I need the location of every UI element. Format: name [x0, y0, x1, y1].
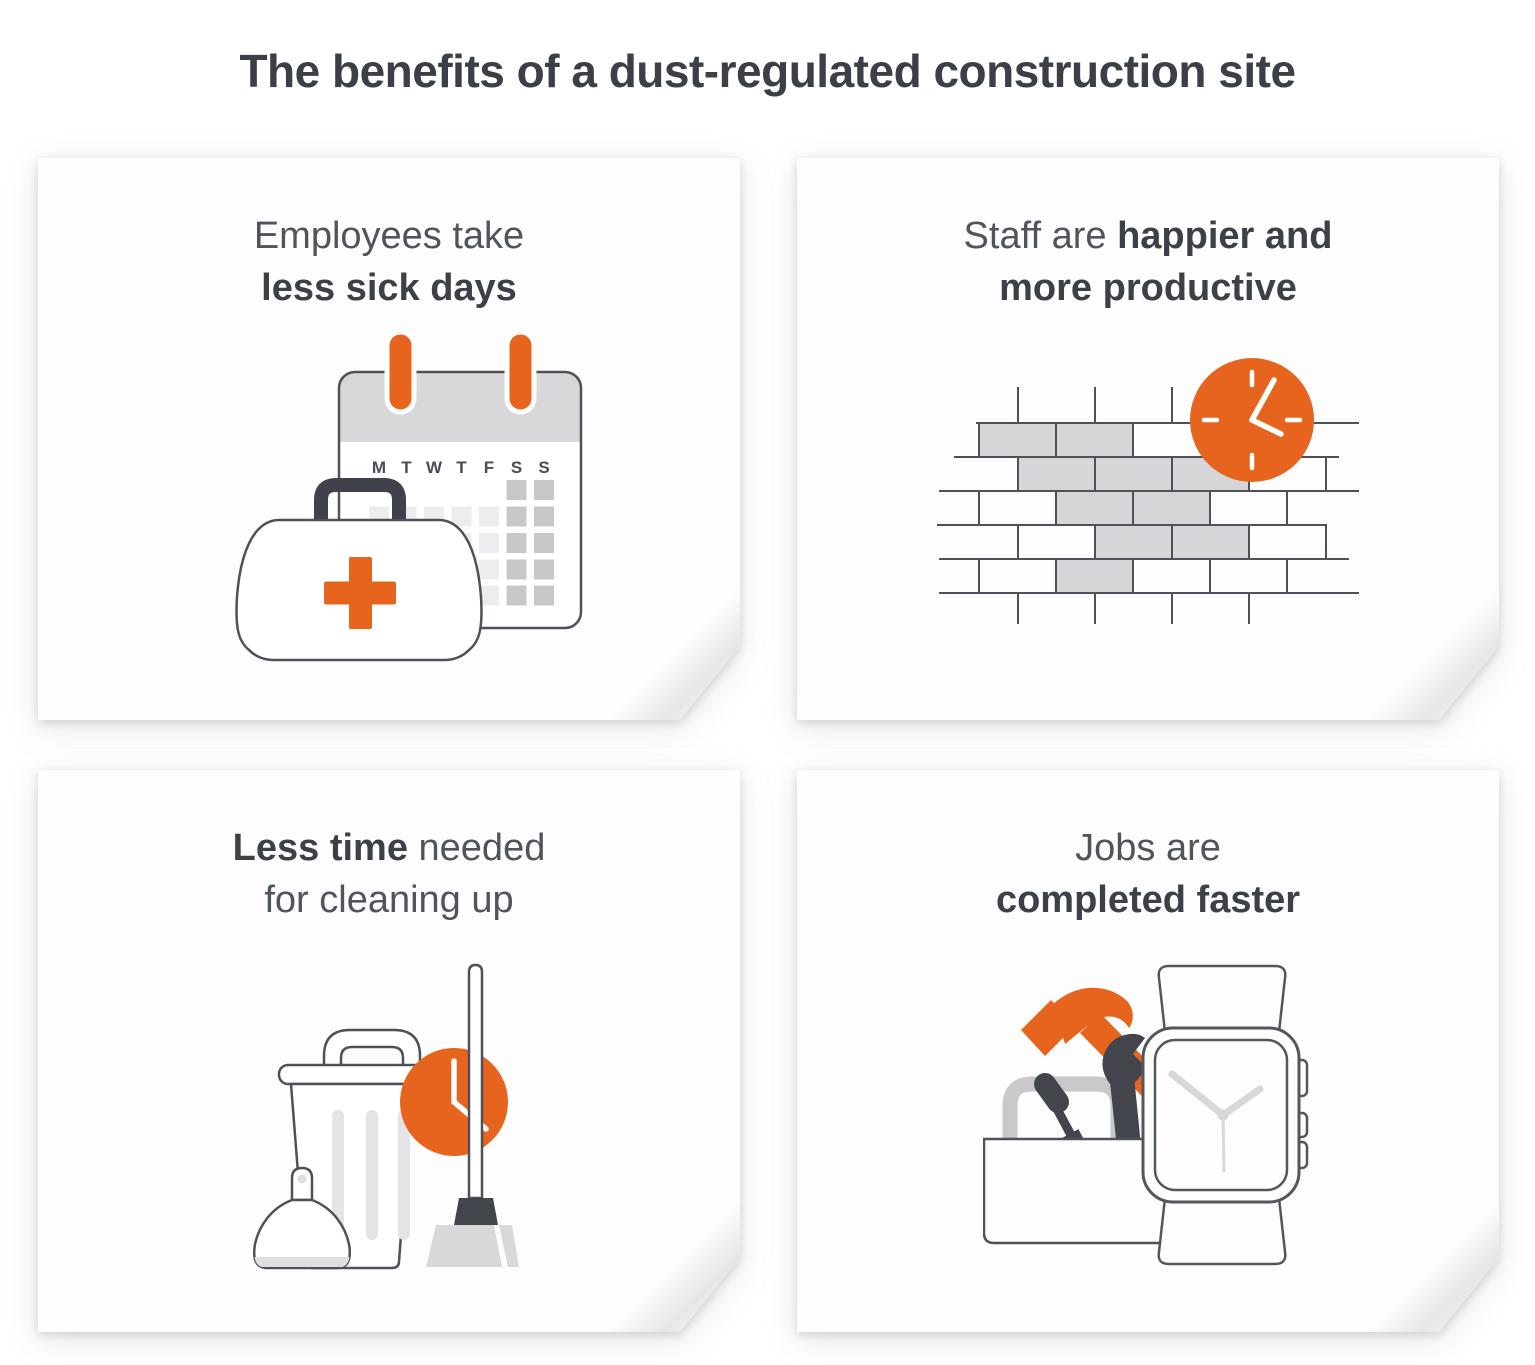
heading-light-text: Jobs are — [1075, 827, 1221, 869]
broom-handle — [469, 965, 482, 1198]
broom-collar — [454, 1198, 498, 1225]
smartwatch — [1143, 966, 1307, 1264]
dustpan-handle — [292, 1168, 312, 1200]
trash-can-broom-dustpan-clock-icon — [249, 962, 529, 1270]
calendar-medical-bag-icon: M T W T F S S — [189, 330, 589, 665]
clock-ticks — [1204, 372, 1300, 468]
card-jobs-completed-faster: Jobs are completed faster — [797, 770, 1499, 1332]
svg-text:T: T — [401, 458, 412, 477]
trash-can-stripes — [332, 1110, 410, 1240]
page-title: The benefits of a dust-regulated constru… — [239, 45, 1296, 97]
heading-light-text: for cleaning up — [264, 879, 514, 921]
card-heading: Employees take less sick days — [38, 158, 740, 314]
heading-bold-text: more productive — [999, 267, 1297, 309]
heading-light-text: Employees take — [253, 215, 525, 257]
card-less-cleaning-time: Less time needed for cleaning up — [38, 770, 740, 1332]
watch-strap-bottom — [1159, 1198, 1286, 1264]
card-heading: Jobs are completed faster — [797, 770, 1499, 926]
heading-bold-text: happier and — [1117, 215, 1333, 257]
card-heading: Staff are happier and more productive — [797, 158, 1499, 314]
svg-text:T: T — [456, 458, 467, 477]
trash-can-lid — [279, 1065, 424, 1084]
heading-bold-text: completed faster — [995, 879, 1301, 921]
svg-text:W: W — [426, 458, 443, 477]
bag-handle — [321, 485, 399, 520]
medical-cross — [324, 557, 396, 629]
broom-bristles — [426, 1225, 502, 1267]
svg-text:S: S — [538, 458, 549, 477]
gray-bricks — [979, 423, 1249, 593]
card-heading: Less time needed for cleaning up — [38, 770, 740, 926]
card-happier-more-productive: Staff are happier and more productive — [797, 158, 1499, 720]
wrench — [1102, 1034, 1145, 1148]
clock-hands — [1252, 380, 1281, 434]
dustpan-body — [254, 1200, 350, 1268]
watch-strap-top — [1159, 966, 1286, 1032]
toolbox-smartwatch-icon — [983, 962, 1313, 1270]
heading-bold-text: Less time — [232, 827, 408, 869]
brick-wall-clock-icon — [937, 356, 1359, 626]
clock-icon — [400, 1048, 508, 1156]
heading-light-text: Staff are — [963, 215, 1107, 257]
clock-icon — [1190, 358, 1314, 482]
calendar-binder-rings — [387, 332, 534, 412]
medical-bag — [237, 485, 482, 660]
brick-wall — [937, 387, 1359, 624]
broom — [426, 965, 519, 1267]
card-less-sick-days: Employees take less sick days M T W T F … — [38, 158, 740, 720]
heading-bold-text: less sick days — [261, 267, 517, 309]
watch-hands — [1172, 1074, 1260, 1171]
svg-text:M: M — [372, 458, 386, 477]
trash-can-handle — [324, 1030, 420, 1067]
broom-bristles-tuft — [499, 1225, 519, 1267]
dustpan — [251, 1168, 351, 1268]
svg-text:F: F — [484, 458, 494, 477]
svg-text:S: S — [511, 458, 522, 477]
calendar-weekday-labels: M T W T F S S — [372, 458, 550, 477]
heading-light-text: needed — [418, 827, 546, 869]
